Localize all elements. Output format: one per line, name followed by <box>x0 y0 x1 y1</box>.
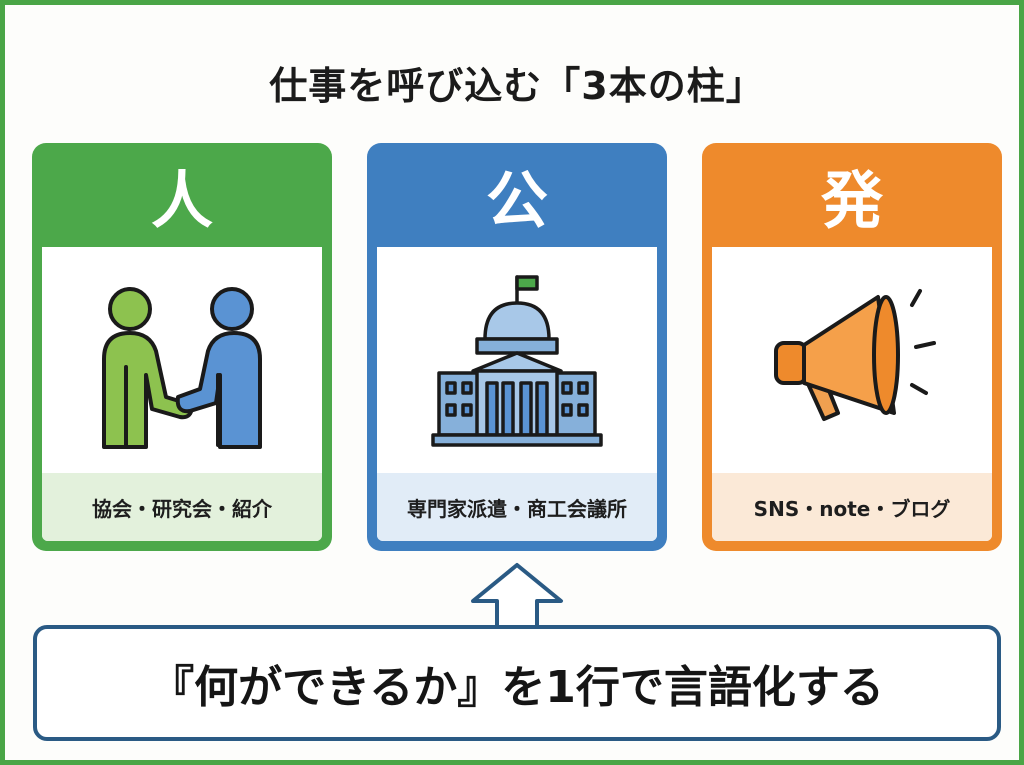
megaphone-icon <box>774 289 936 421</box>
pillar-caption: 専門家派遣・商工会議所 <box>377 473 657 541</box>
pillar-card-broadcast: 発 SNS・note・ブログ <box>702 143 1002 551</box>
pillar-heading: 人 <box>150 164 213 237</box>
diagram-title: 仕事を呼び込む「3本の柱」 <box>269 64 765 108</box>
up-arrow-icon <box>471 563 563 631</box>
foundation-banner: 『何ができるか』を1行で言語化する <box>33 625 1001 741</box>
pillar-body: 専門家派遣・商工会議所 <box>377 247 657 541</box>
pillar-card-people: 人 協会・研究会・紹介 <box>32 143 332 551</box>
pillar-body: 協会・研究会・紹介 <box>42 247 322 541</box>
pillar-caption: SNS・note・ブログ <box>712 473 992 541</box>
pillar-heading: 発 <box>820 164 883 237</box>
pillar-card-public: 公 <box>367 143 667 551</box>
pillar-heading: 公 <box>485 164 548 237</box>
pillar-caption: 協会・研究会・紹介 <box>42 473 322 541</box>
pillar-body: SNS・note・ブログ <box>712 247 992 541</box>
handshake-people-icon <box>102 287 262 449</box>
government-building-icon <box>431 275 603 447</box>
